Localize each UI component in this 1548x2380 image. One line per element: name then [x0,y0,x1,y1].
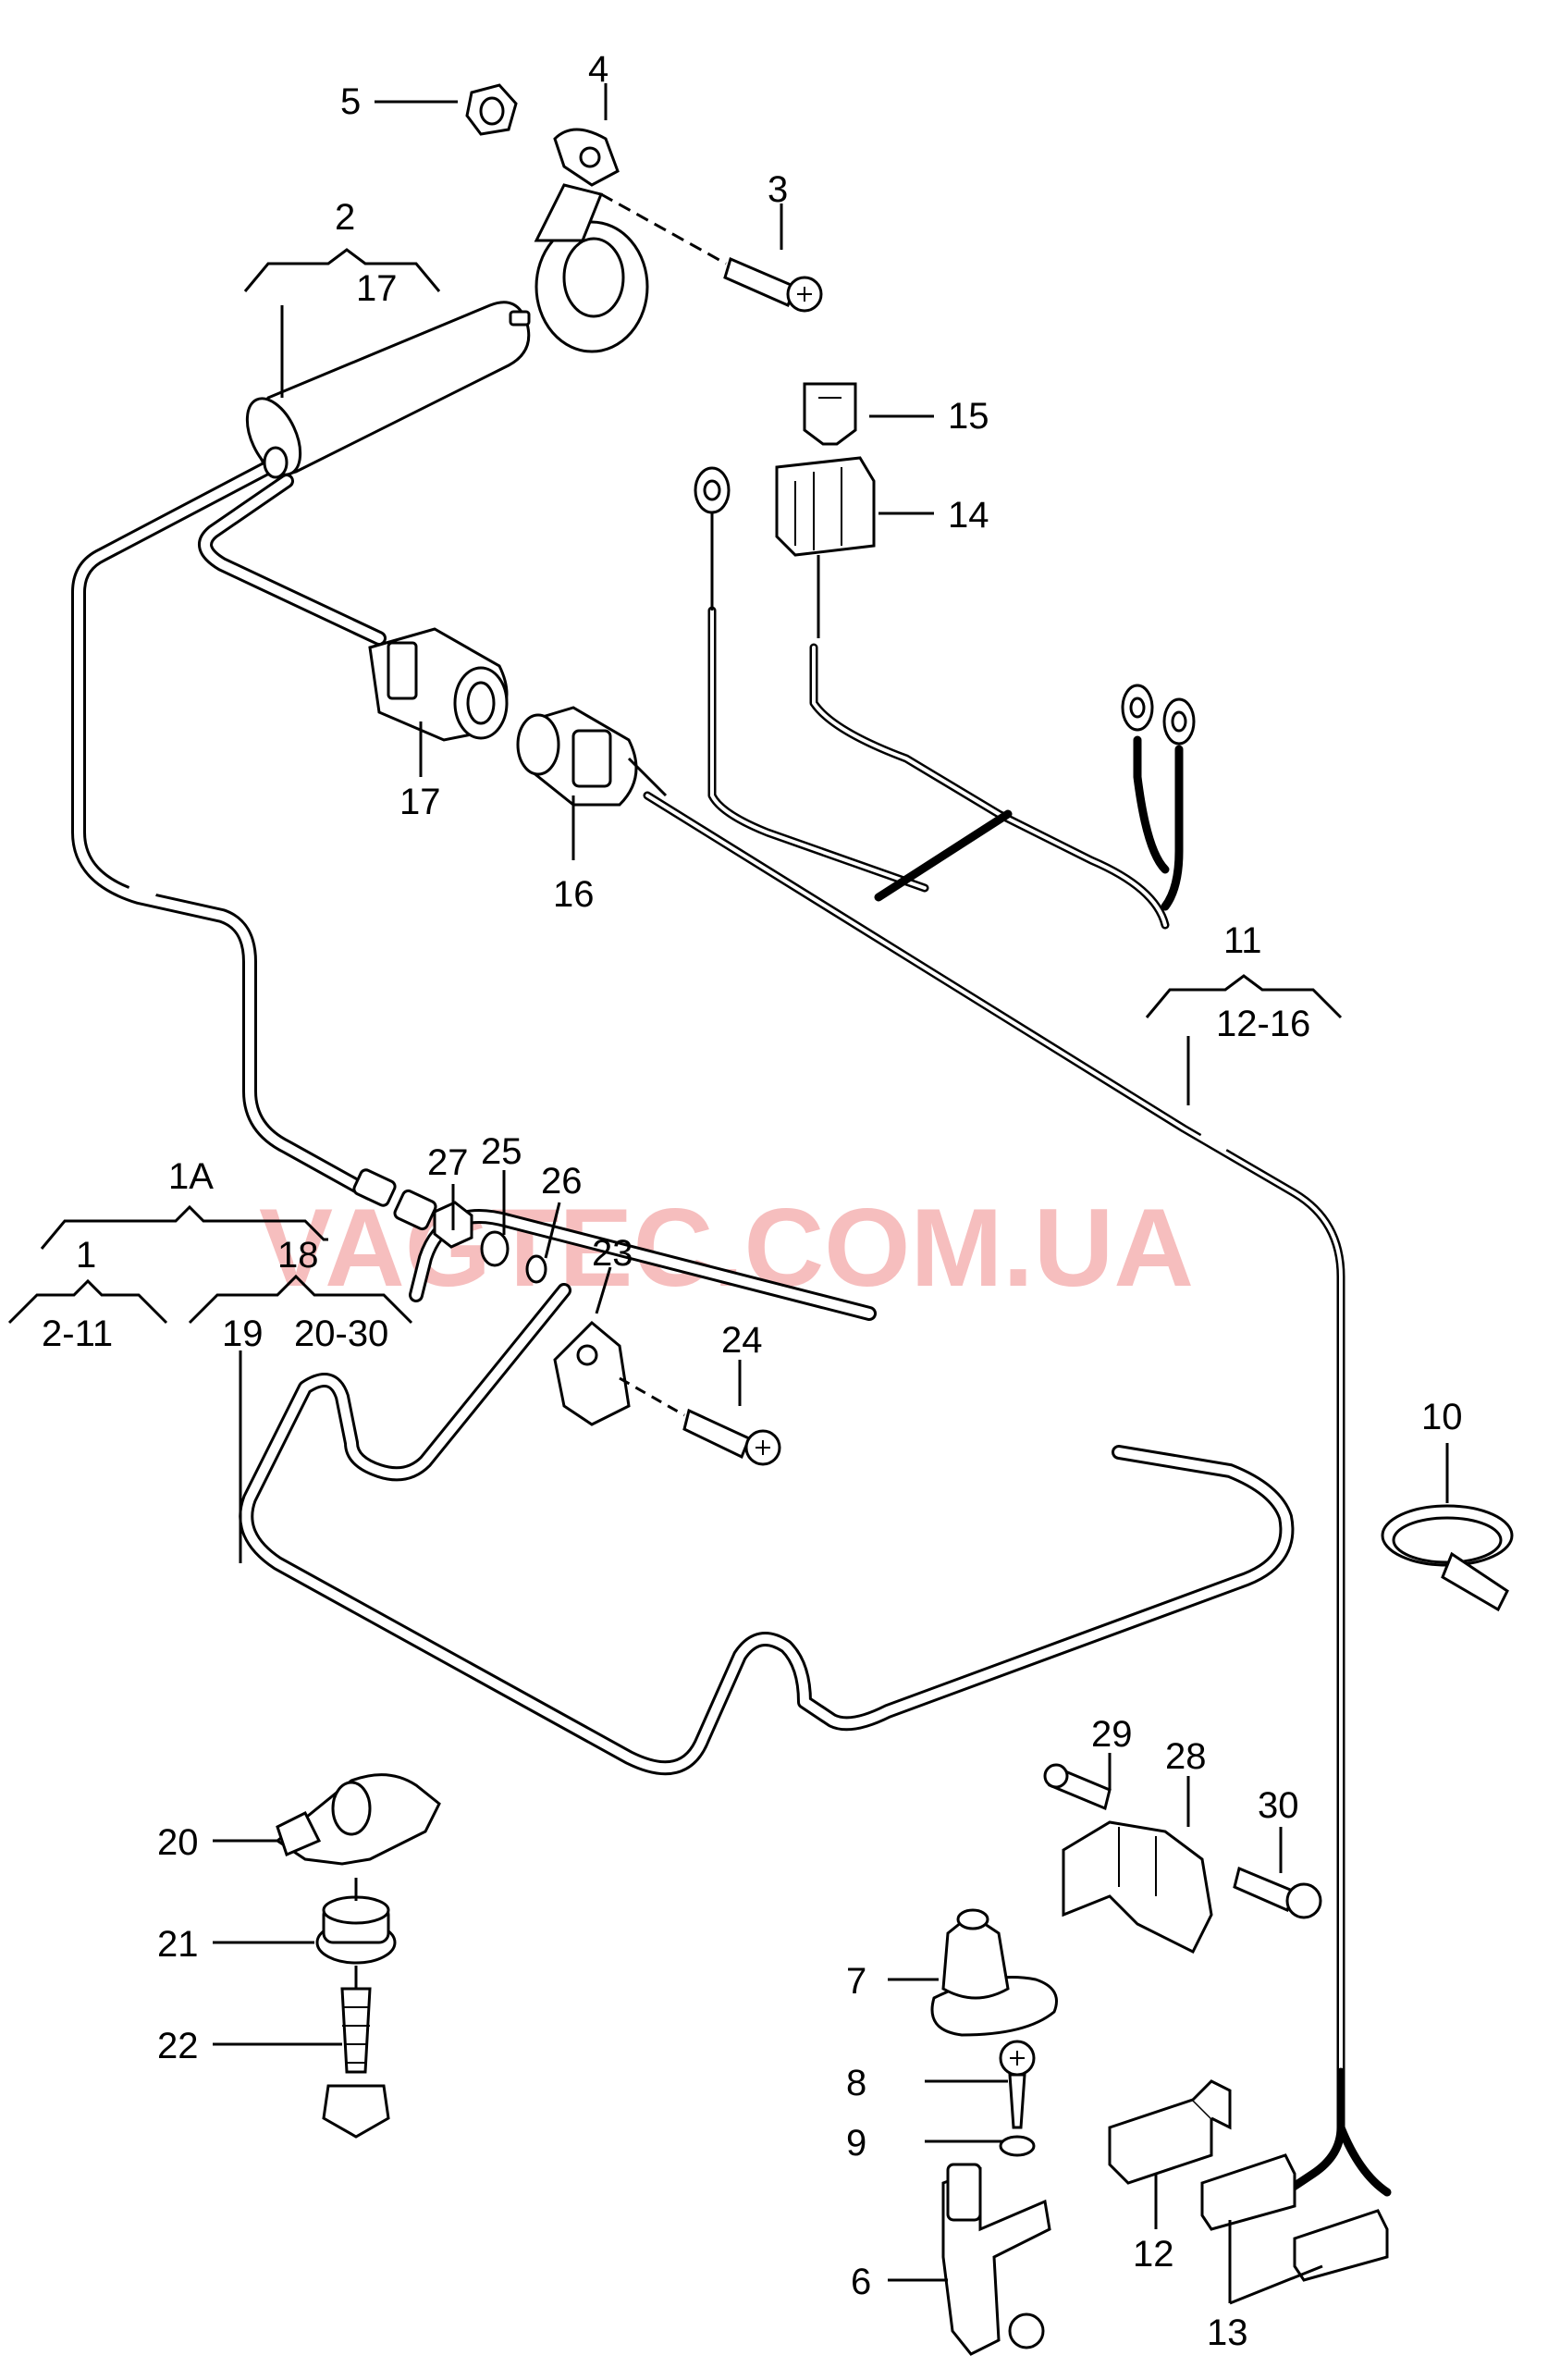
label-8: 8 [846,2063,866,2103]
sponge-7 [930,1908,1058,2037]
sensor-6 [941,2163,1051,2356]
bolt-3 [600,192,823,313]
label-21: 21 [157,1924,199,1965]
label-27: 27 [427,1142,469,1183]
fuse-15 [803,382,857,446]
screw-22 [322,1966,390,2139]
label-4: 4 [588,49,608,90]
label-9: 9 [846,2123,866,2164]
bolt-30 [1233,1866,1322,1919]
label-23: 23 [592,1233,633,1274]
label-2-11: 2-11 [42,1313,113,1354]
label-16: 16 [553,874,595,915]
label-14: 14 [948,495,989,536]
label-11: 11 [1223,920,1262,961]
canister-2 [245,301,531,479]
label-24: 24 [721,1320,763,1361]
fuse-holder-14 [775,456,876,638]
clip-4 [534,128,649,353]
label-10: 10 [1421,1397,1463,1437]
label-6: 6 [851,2262,871,2302]
label-5: 5 [340,81,361,122]
label-25: 25 [481,1131,522,1172]
fitting-chain [352,1168,547,1284]
label-17-group: 17 [356,268,398,309]
label-30: 30 [1258,1785,1299,1826]
nozzle-29 [1043,1763,1112,1811]
label-1A: 1A [168,1156,214,1197]
label-20-30: 20-30 [294,1313,388,1354]
leader-lines [213,83,1449,2305]
label-28: 28 [1165,1736,1207,1777]
connector-16 [516,706,668,807]
label-18: 18 [277,1235,319,1276]
connector-17 [368,627,509,742]
bracket-20 [275,1773,441,1866]
label-3: 3 [768,169,788,210]
label-15: 15 [948,396,989,437]
hose-clamp-10 [1381,1504,1514,1612]
label-19: 19 [222,1313,264,1354]
label-7: 7 [846,1961,866,2002]
part-labels: 5 4 3 2 17 15 14 17 16 11 12-16 27 25 26… [42,49,1463,2353]
pipe-left [71,455,377,1201]
group-brackets [7,248,1343,1325]
label-2: 2 [335,197,355,238]
label-29: 29 [1091,1714,1133,1755]
clip-23 [553,1320,631,1426]
label-17: 17 [399,782,441,822]
label-26: 26 [541,1161,583,1202]
label-12-16: 12-16 [1216,1004,1310,1044]
label-22: 22 [157,2026,199,2066]
label-13: 13 [1207,2312,1248,2353]
nut-5 [465,83,518,136]
label-12: 12 [1133,2234,1174,2275]
connector-12 [1108,2079,1232,2185]
label-20: 20 [157,1822,199,1863]
pipe-upper [198,474,387,646]
bracket-28 [1062,1820,1213,1955]
connector-13 [1200,2153,1389,2282]
pipe-lower-19 [239,1209,1295,1776]
washer-9 [999,2135,1036,2157]
grommet-21 [315,1878,397,1965]
screw-8 [999,2040,1036,2129]
label-1: 1 [76,1235,96,1276]
ring-terminals [694,466,1196,746]
wire-harness [643,606,1392,2197]
bolt-24 [619,1376,781,1466]
